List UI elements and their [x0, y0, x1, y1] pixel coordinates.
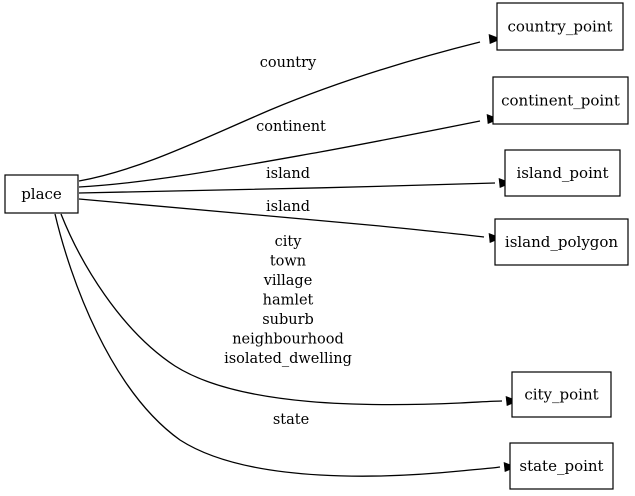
edge-place-city_point-label-line: village: [263, 273, 313, 289]
node-city_point[interactable]: city_point: [511, 371, 612, 418]
edge-place-island_polygon-label-line: island: [266, 199, 310, 215]
node-label-island_point: island_point: [516, 164, 608, 182]
edge-place-state_point-label: state: [273, 412, 309, 428]
node-label-place: place: [21, 185, 62, 203]
edge-place-island_point-label-line: island: [266, 166, 310, 182]
edge-place-country_point-arrowhead: [488, 33, 502, 45]
edge-place-country_point-line[interactable]: [78, 41, 481, 182]
edge-place-continent_point-label: continent: [256, 119, 326, 135]
node-box-island_polygon[interactable]: [494, 218, 629, 266]
node-island_point[interactable]: island_point: [504, 149, 621, 197]
node-box-continent_point[interactable]: [492, 76, 629, 125]
node-box-city_point[interactable]: [511, 371, 612, 418]
node-label-continent_point: continent_point: [501, 92, 620, 110]
nodes-layer: place country_point continent_point island_…: [4, 2, 629, 490]
edge-place-country_point-label-line: country: [260, 55, 317, 71]
node-label-country_point: country_point: [507, 18, 612, 36]
edge-place-city_point-label-line: neighbourhood: [232, 332, 344, 348]
edge-place-city_point-label-line: suburb: [262, 312, 314, 328]
node-label-island_polygon: island_polygon: [505, 233, 619, 251]
edge-place-island_polygon-line[interactable]: [78, 198, 485, 238]
node-box-island_point[interactable]: [504, 149, 621, 197]
node-place[interactable]: place: [4, 174, 79, 214]
edge-place-city_point-label-line: isolated_dwelling: [224, 351, 352, 367]
edge-place-continent_point-label-line: continent: [256, 119, 326, 135]
edge-labels-layer: country continent island island city town vill…: [224, 55, 352, 428]
edge-place-island_point-line[interactable]: [78, 182, 496, 194]
node-state_point[interactable]: state_point: [509, 442, 614, 490]
node-box-country_point[interactable]: [496, 2, 624, 51]
edge-place-state_point-line[interactable]: [54, 213, 501, 477]
node-continent_point[interactable]: continent_point: [492, 76, 629, 125]
edge-place-island_polygon-label: island: [266, 199, 310, 215]
edge-place-country_point-label: country: [260, 55, 317, 71]
node-country_point[interactable]: country_point: [496, 2, 624, 51]
edge-place-continent_point-line[interactable]: [78, 120, 481, 188]
edge-place-city_point-label-line: city: [275, 234, 303, 250]
node-island_polygon[interactable]: island_polygon: [494, 218, 629, 266]
edge-place-state_point-label-line: state: [273, 412, 309, 428]
edge-place-city_point-label-line: town: [270, 254, 306, 270]
edge-place-city_point-line[interactable]: [60, 213, 503, 406]
node-box-place[interactable]: [4, 174, 79, 214]
node-label-city_point: city_point: [524, 386, 598, 404]
edges-layer: [54, 33, 519, 477]
edge-place-island_point-label: island: [266, 166, 310, 182]
node-box-state_point[interactable]: [509, 442, 614, 490]
edge-place-city_point-label: city town village hamlet suburb neighbourhood…: [224, 234, 352, 367]
edge-place-country_point[interactable]: [78, 33, 502, 182]
node-label-state_point: state_point: [519, 457, 603, 475]
edge-place-city_point-label-line: hamlet: [263, 293, 314, 309]
